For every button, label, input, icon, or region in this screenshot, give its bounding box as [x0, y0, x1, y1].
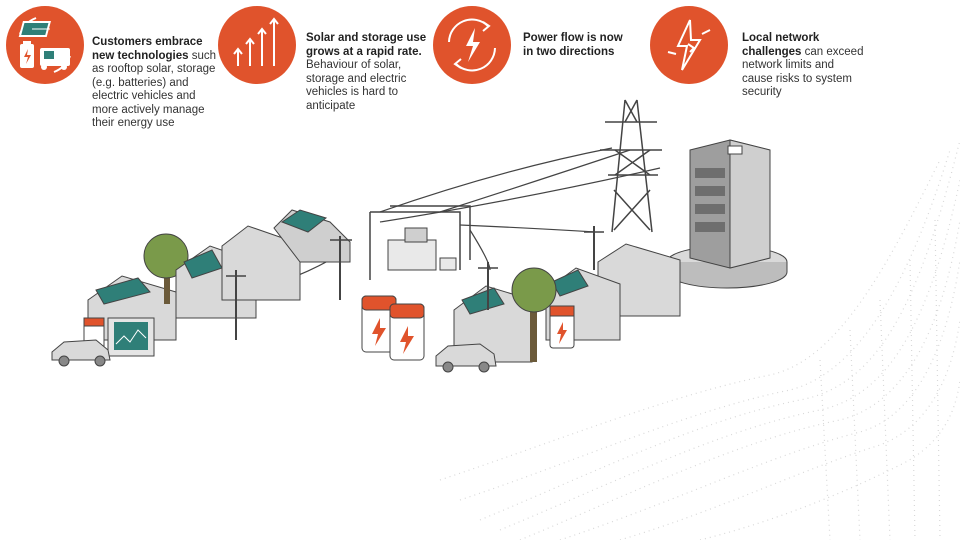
- card-body: can exceed network limits and cause risk…: [742, 45, 864, 99]
- broken-bolt-icon: [650, 6, 728, 84]
- card-text: Local network challenges can exceed netw…: [742, 32, 866, 100]
- dotted-wave-background: [439, 139, 960, 540]
- electric-car-left: [51, 339, 111, 367]
- tree-right: [511, 267, 557, 362]
- transmission-tower: [600, 99, 662, 233]
- substation: [369, 205, 471, 280]
- card-text: Customers embrace new technologies such …: [92, 36, 220, 131]
- grid-battery-storage: [361, 295, 425, 361]
- electric-car-right: [435, 343, 497, 373]
- tree-left: [143, 233, 189, 304]
- house-left-back: [221, 209, 351, 301]
- rising-arrows-icon: [218, 6, 296, 84]
- card-body: Behaviour of solar, storage and electric…: [306, 59, 407, 112]
- card-text: Power flow is now in two directions: [523, 32, 623, 59]
- house-left-front: [83, 275, 177, 357]
- office-building: [666, 139, 788, 289]
- home-battery-right: [549, 305, 575, 349]
- card-title: Customers embrace new technologies: [92, 36, 203, 62]
- card-text: Solar and storage use grows at a rapid r…: [306, 32, 428, 113]
- card-body: such as rooftop solar, storage (e.g. bat…: [92, 49, 216, 130]
- two-way-power-icon: [433, 6, 511, 84]
- card-title: Local network challenges: [742, 32, 820, 58]
- power-pole-left: [226, 236, 352, 340]
- card-title: Solar and storage use grows at a rapid r…: [306, 32, 427, 58]
- card-title: Power flow is now in two directions: [523, 32, 623, 58]
- solar-battery-ev-icon: [6, 6, 84, 84]
- power-pole-right: [478, 226, 604, 310]
